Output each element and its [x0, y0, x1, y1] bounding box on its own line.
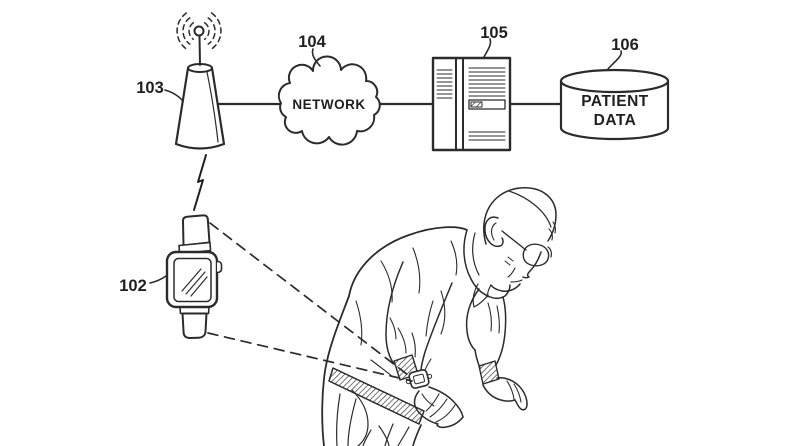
- server-vents-bottom: [468, 131, 506, 141]
- cloud-shape: [277, 55, 381, 146]
- database-label-line2: DATA: [594, 112, 637, 129]
- leader-106: [607, 50, 623, 70]
- ear: [484, 216, 504, 248]
- watch-screen: [173, 257, 212, 303]
- right-sleeve-cuff: [478, 360, 500, 385]
- screen-reflection: [181, 268, 208, 297]
- beam-upper: [209, 222, 409, 376]
- network-cloud: NETWORK: [277, 55, 381, 146]
- chin: [490, 283, 521, 292]
- reference-leaders: [149, 38, 623, 284]
- watch-top-strap: [182, 214, 211, 247]
- ref-label-database: 106: [611, 36, 639, 54]
- ref-label-watch: 102: [119, 277, 147, 295]
- antenna-tip-icon: [193, 25, 205, 37]
- server: [431, 56, 512, 152]
- glasses-icon: [522, 243, 550, 267]
- ref-label-network: 104: [298, 33, 326, 51]
- server-vents-left: [436, 69, 453, 99]
- patient-figure: [321, 187, 557, 446]
- server-vents-right: [468, 67, 506, 97]
- network-label: NETWORK: [292, 97, 365, 112]
- database-cylinder: PATIENT DATA: [559, 68, 670, 141]
- sweater-hem-band: [328, 367, 425, 425]
- jacket-collar: [463, 229, 511, 308]
- patient-right-arm: [474, 296, 528, 411]
- mouth: [510, 279, 523, 283]
- leader-105: [483, 38, 492, 58]
- beam-lower: [207, 332, 413, 382]
- radio-waves-icon: [176, 12, 222, 50]
- patient-left-arm: [385, 261, 464, 429]
- patient-trousers: [336, 389, 422, 446]
- tower-cone: [174, 66, 226, 150]
- ref-label-server: 105: [480, 24, 508, 42]
- leader-103: [164, 89, 184, 102]
- patient-head: [483, 187, 557, 298]
- torso-front-edge: [321, 295, 350, 446]
- watch-bottom-strap: [181, 312, 208, 339]
- hunched-back: [348, 226, 468, 297]
- sensor-beam-lines: [207, 222, 413, 382]
- server-drive-bay: [468, 99, 506, 110]
- leader-102: [149, 275, 167, 284]
- nose: [522, 251, 542, 279]
- database-label-line1: PATIENT: [581, 93, 649, 110]
- smartwatch: [165, 214, 223, 339]
- watch-crown: [216, 260, 223, 274]
- cell-tower: [174, 12, 226, 150]
- ref-label-tower: 103: [136, 79, 164, 97]
- lightning-bolt-icon: [193, 154, 207, 211]
- leader-104: [311, 48, 321, 67]
